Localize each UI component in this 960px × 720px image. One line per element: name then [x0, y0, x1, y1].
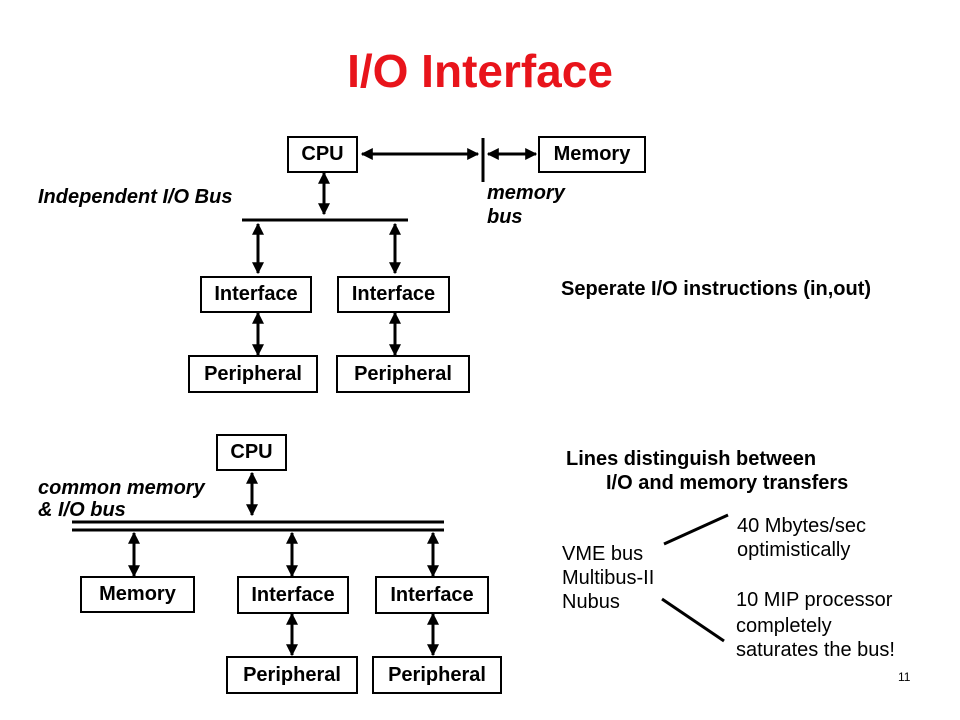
peripheral-box-top-2: Peripheral	[336, 355, 470, 393]
peripheral-box-top-1: Peripheral	[188, 355, 318, 393]
cpu-box-bottom: CPU	[216, 434, 287, 471]
lines-distinguish-note-line1: Lines distinguish between	[566, 448, 817, 470]
memory-box-top: Memory	[538, 136, 646, 173]
memory-box-bottom: Memory	[80, 576, 195, 613]
cpu-box-top: CPU	[287, 136, 358, 173]
peripheral-box-bottom-1: Peripheral	[226, 656, 358, 694]
page-number: 11	[898, 670, 911, 684]
throughput-line1: 40 Mbytes/sec	[737, 515, 866, 537]
memory-bus-label-line1: memory	[487, 182, 565, 204]
processor-line3: saturates the bus!	[736, 639, 895, 661]
common-bus-label-line2: & I/O bus	[38, 499, 126, 521]
memory-bus-label-line2: bus	[487, 206, 523, 228]
interface-box-bottom-2: Interface	[375, 576, 489, 614]
lines-distinguish-note-line2: I/O and memory transfers	[606, 472, 849, 494]
independent-io-bus-label: Independent I/O Bus	[38, 186, 233, 208]
separate-io-note: Seperate I/O instructions (in,out)	[561, 278, 872, 300]
processor-line1: 10 MIP processor	[736, 589, 893, 611]
interface-box-top-1: Interface	[200, 276, 312, 313]
common-bus-label-line1: common memory	[38, 477, 205, 499]
interface-box-top-2: Interface	[337, 276, 450, 313]
page-title: I/O Interface	[347, 45, 613, 97]
nubus-to-10mip-line	[661, 597, 725, 643]
vme-to-40mb-line	[663, 513, 729, 546]
throughput-line2: optimistically	[737, 539, 851, 561]
bus-example-multibus: Multibus-II	[562, 567, 655, 589]
processor-line2: completely	[736, 615, 832, 637]
bus-example-nubus: Nubus	[562, 591, 620, 613]
bus-example-vme: VME bus	[562, 543, 644, 565]
peripheral-box-bottom-2: Peripheral	[372, 656, 502, 694]
interface-box-bottom-1: Interface	[237, 576, 349, 614]
